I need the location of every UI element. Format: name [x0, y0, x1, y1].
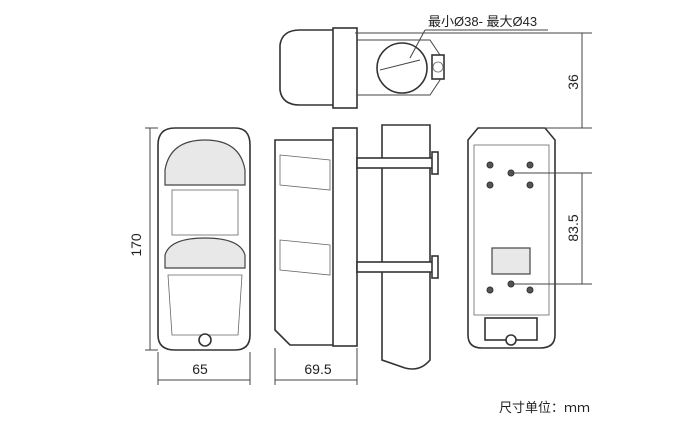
pole-section-circle — [376, 42, 428, 94]
front-lower-window — [167, 274, 243, 336]
front-upper-window — [171, 189, 239, 236]
diameter-line — [379, 59, 421, 71]
clamp-screw-block — [431, 54, 445, 80]
front-lock-screw — [198, 333, 212, 347]
rear-hole — [486, 286, 494, 294]
top-housing — [332, 27, 358, 109]
front-upper-lens — [164, 139, 246, 186]
rear-hole — [526, 181, 534, 189]
top-view: 最小Ø38- 最大Ø43 — [279, 14, 548, 109]
rear-hole — [486, 181, 494, 189]
upper-bracket — [356, 157, 438, 169]
top-offset-label: 36 — [565, 74, 581, 90]
pole — [381, 124, 431, 370]
lower-bracket-end — [431, 255, 439, 279]
mount-spacing-label: 83.5 — [565, 214, 581, 241]
depth-label: 69.5 — [304, 361, 331, 377]
front-view: 170 65 — [128, 127, 251, 385]
top-dome — [279, 29, 336, 106]
upper-bracket-end — [431, 151, 439, 175]
unit-note: 尺寸单位：ｍｍ — [499, 400, 590, 415]
side-view: 69.5 — [274, 124, 439, 385]
side-upper-hood — [279, 154, 331, 191]
rear-hole — [526, 161, 534, 169]
rear-screw — [505, 334, 517, 346]
rear-connector-window — [491, 247, 531, 275]
diameter-leader — [409, 29, 426, 59]
side-mount-plate — [332, 127, 358, 347]
width-label: 65 — [192, 361, 208, 377]
rear-inner-panel — [473, 144, 550, 316]
rear-hole — [486, 161, 494, 169]
rear-hole — [526, 286, 534, 294]
diameter-label: 最小Ø38- 最大Ø43 — [428, 14, 537, 29]
front-lower-lens — [164, 237, 246, 269]
side-lower-hood — [279, 239, 331, 276]
rear-view: 36 83.5 — [355, 32, 592, 349]
clamp-screw — [432, 61, 444, 73]
height-label: 170 — [128, 233, 144, 257]
lower-bracket — [356, 261, 438, 273]
